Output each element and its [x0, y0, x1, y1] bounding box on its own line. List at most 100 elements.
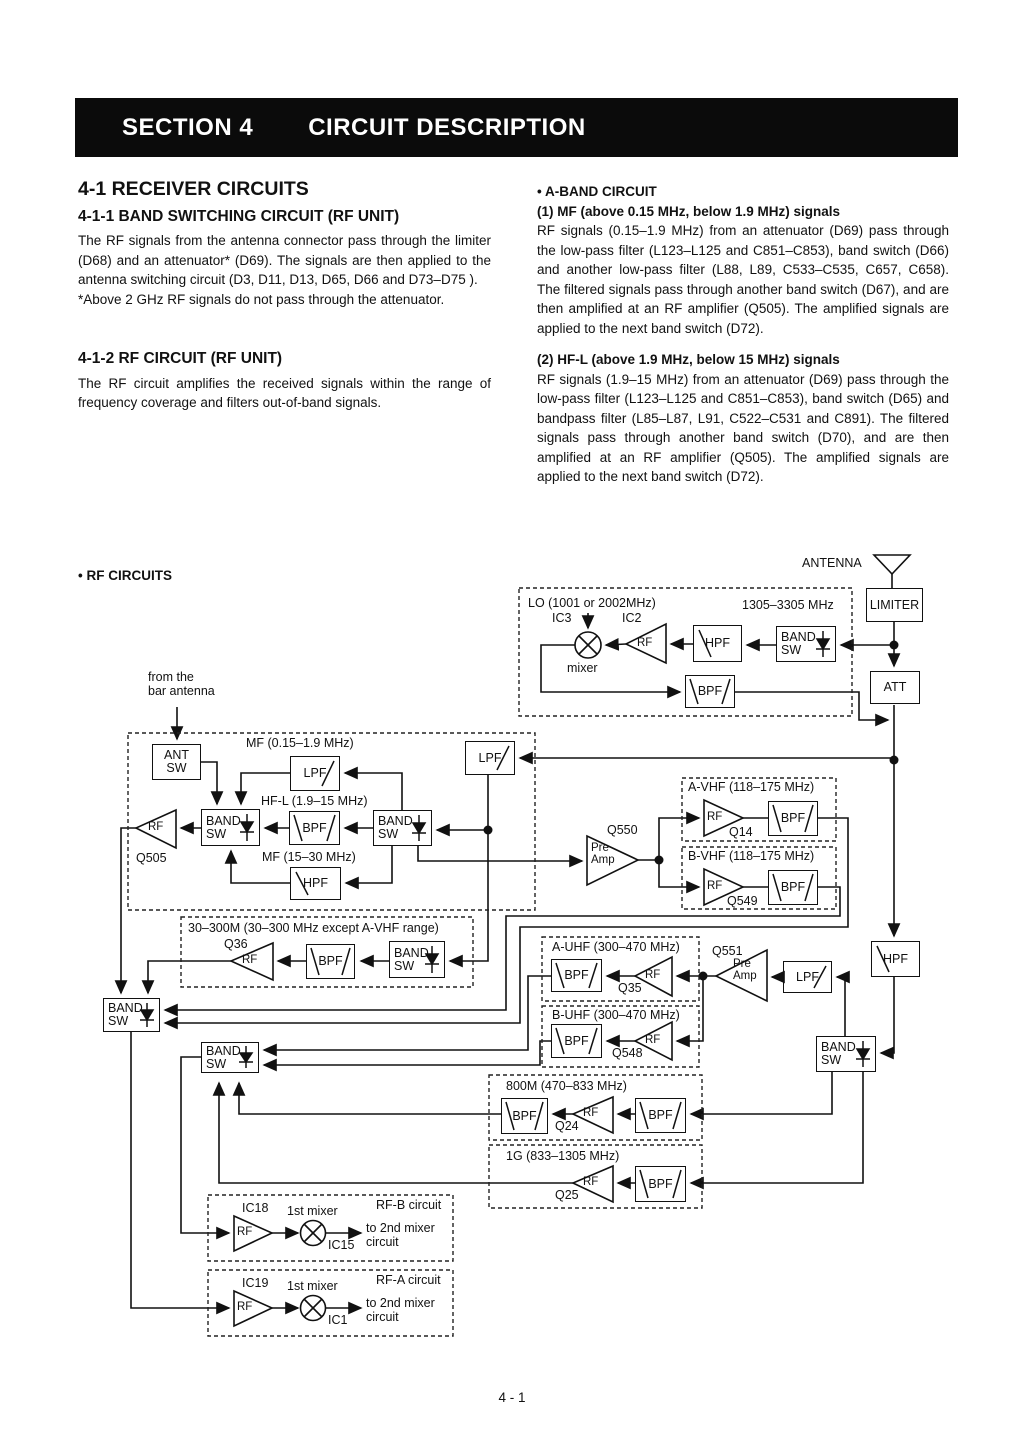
rf-label-q24: RF [583, 1107, 599, 1119]
box-hpf-right: HPF [871, 941, 920, 977]
diode-icons [139, 631, 871, 1068]
converter-group-box [518, 587, 853, 717]
diode-icon [855, 1041, 871, 1067]
diode-icon [238, 1046, 254, 1068]
label-q24: Q24 [555, 1119, 579, 1133]
rf-amp-q35 [633, 955, 673, 998]
box-bpf-800-in: BPF [635, 1098, 686, 1133]
box-lpf-top: LPF [465, 741, 515, 775]
diode-icon [815, 631, 831, 657]
box-bpf-converter: BPF [685, 675, 735, 708]
diode-icon [139, 1003, 155, 1027]
bvhf-group-box [681, 846, 837, 910]
rf-amp-q505 [134, 808, 177, 850]
rfa-group-box [207, 1269, 454, 1337]
diode-icon [411, 815, 427, 841]
rf-label-ic2: RF [637, 637, 653, 649]
avhf-group-box [681, 777, 837, 842]
heading-a-band: • A-BAND CIRCUIT [537, 184, 657, 199]
rf-label-q14: RF [707, 811, 723, 823]
box-att: ATT [870, 671, 920, 704]
label-ic2: IC2 [622, 611, 642, 625]
rf-amp-ic19 [233, 1289, 274, 1328]
junction-dots [483, 640, 899, 981]
label-antenna: ANTENNA [802, 556, 862, 570]
label-q548: Q548 [612, 1046, 643, 1060]
box-limiter: LIMITER [866, 588, 923, 622]
heading-mf-signals: (1) MF (above 0.15 MHz, below 1.9 MHz) s… [537, 203, 841, 219]
label-buhf: B-UHF (300–470 MHz) [552, 1008, 680, 1022]
box-hpf-converter: HPF [693, 625, 742, 662]
rf-label-q25: RF [583, 1176, 599, 1188]
box-bpf-1g: BPF [635, 1166, 686, 1202]
rf-amp-q24 [571, 1095, 614, 1135]
rf-amp-q25 [571, 1164, 614, 1204]
mf-hfl-group-box [127, 732, 536, 911]
label-1g: 1G (833–1305 MHz) [506, 1149, 620, 1163]
label-1st-mixer-b: 1st mixer [287, 1204, 338, 1218]
label-auhf: A-UHF (300–470 MHz) [552, 940, 680, 954]
label-q551: Q551 [712, 944, 743, 958]
label-q505: Q505 [136, 851, 167, 865]
label-rfb-circuit: RF-B circuit [376, 1198, 442, 1212]
heading-4-1-1: 4-1-1 BAND SWITCHING CIRCUIT (RF UNIT) [78, 207, 400, 225]
rf-amp-q549 [703, 867, 745, 907]
rf-amp-ic18 [233, 1214, 274, 1253]
box-bpf-bvhf: BPF [768, 870, 818, 905]
label-mf2-range: MF (15–30 MHz) [262, 850, 356, 864]
m30-group-box [180, 916, 474, 988]
rfb-group-box [207, 1194, 454, 1262]
section-number: SECTION 4 [122, 113, 254, 141]
label-mixer: mixer [567, 661, 598, 675]
label-ic19: IC19 [242, 1276, 269, 1290]
right-column: • A-BAND CIRCUIT (1) MF (above 0.15 MHz,… [537, 182, 949, 487]
label-q35: Q35 [618, 981, 642, 995]
box-bpf-800-out: BPF [501, 1098, 548, 1134]
label-mf-range: MF (0.15–1.9 MHz) [246, 736, 354, 750]
label-ic3: IC3 [552, 611, 572, 625]
antenna-icon [872, 554, 912, 576]
paragraph-hfl-signals: RF signals (1.9–15 MHz) from an attenuat… [537, 371, 949, 485]
rf-amp-q14 [703, 798, 745, 838]
page-number: 4 - 1 [498, 1390, 526, 1405]
box-lpf-uhf: LPF [783, 961, 832, 993]
diode-icon [239, 814, 255, 841]
label-m30: 30–300M (30–300 MHz except A-VHF range) [188, 921, 439, 935]
paragraph-mf-signals: RF signals (0.15–1.9 MHz) from an attenu… [537, 223, 949, 336]
rf-amp-q548 [633, 1020, 673, 1062]
box-bpf-hfl: BPF [289, 811, 340, 845]
auhf-group-box [541, 936, 700, 1002]
rf-label-ic19: RF [237, 1301, 253, 1313]
wires [114, 554, 912, 1315]
dashed-group-boxes [127, 587, 853, 1337]
box-bpf-auhf: BPF [551, 959, 602, 992]
label-ic1: IC1 [328, 1313, 348, 1327]
rf-amp-ic2 [624, 622, 667, 665]
label-q549: Q549 [727, 894, 758, 908]
label-m800: 800M (470–833 MHz) [506, 1079, 627, 1093]
rf-label-q548: RF [645, 1034, 661, 1046]
label-q36: Q36 [224, 937, 248, 951]
filter-slash-icons [293, 629, 890, 1199]
rf-label-q549: RF [707, 880, 723, 892]
paragraph-band-switching: The RF signals from the antenna connecto… [78, 233, 491, 287]
rf-amp-triangles [134, 622, 768, 1328]
label-range-1305-3305: 1305–3305 MHz [742, 598, 834, 612]
diagram-caption: • RF CIRCUITS [78, 568, 172, 583]
buhf-group-box [541, 1005, 700, 1068]
heading-4-1: 4-1 RECEIVER CIRCUITS [78, 178, 309, 200]
section-header-bar: SECTION 4 CIRCUIT DESCRIPTION [75, 98, 958, 157]
label-bvhf: B-VHF (118–175 MHz) [688, 849, 815, 863]
rf-label-q36: RF [242, 954, 258, 966]
box-bpf-m30: BPF [306, 944, 355, 979]
paragraph-attenuator-note: *Above 2 GHz RF signals do not pass thro… [78, 291, 445, 307]
mixer-icons [299, 631, 602, 1322]
label-lo: LO (1001 or 2002MHz) [528, 596, 656, 610]
